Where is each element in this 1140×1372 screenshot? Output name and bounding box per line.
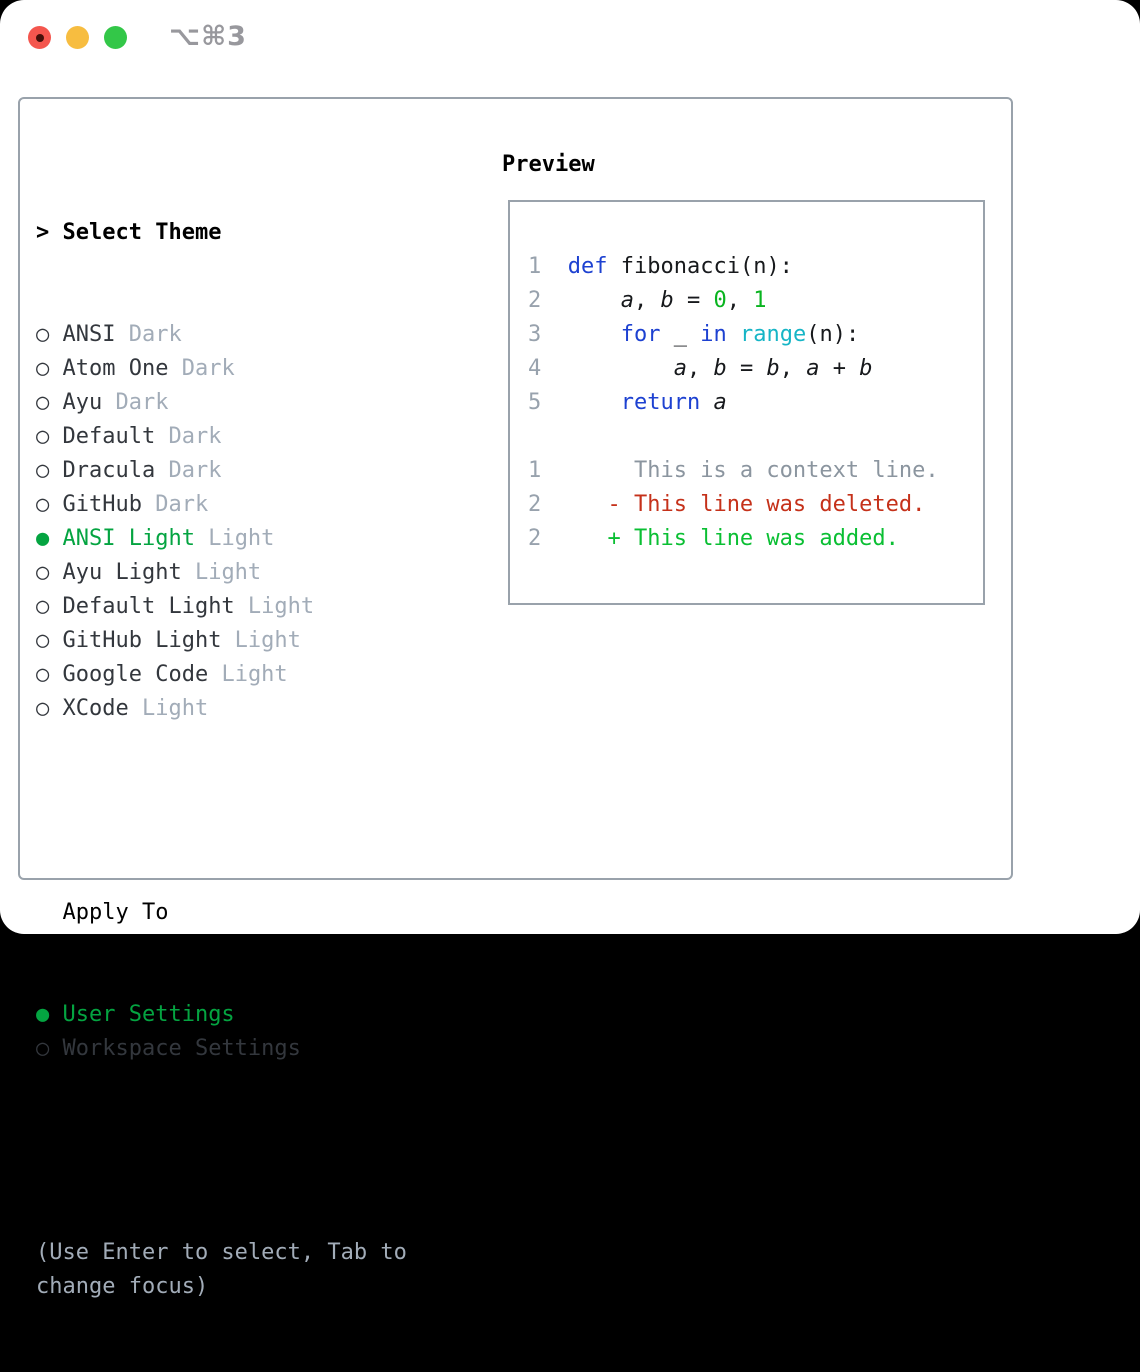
code-line-1: 1 def fibonacci(n): bbox=[528, 254, 793, 279]
code-line-5: 5 return a bbox=[528, 390, 727, 415]
variant-tag: Dark bbox=[102, 390, 169, 415]
variant-tag: Light bbox=[221, 628, 301, 653]
apply-to-title: Apply To bbox=[62, 900, 169, 925]
minimize-button[interactable] bbox=[66, 26, 89, 49]
option-label: Ayu bbox=[49, 390, 103, 415]
theme-selector-panel: > Select Theme ○ ANSI Dark○ Atom One Dar… bbox=[18, 97, 1013, 1299]
variant-tag: Light bbox=[128, 696, 209, 721]
variant-tag: Light bbox=[181, 560, 262, 585]
app-window: ⌥⌘3 > Select Theme ○ ANSI Dark○ Atom One… bbox=[0, 0, 1140, 1299]
variant-tag: Dark bbox=[155, 458, 222, 483]
theme-option-ayu[interactable]: ○ Ayu Dark bbox=[36, 386, 476, 420]
option-label: ANSI Light bbox=[49, 526, 195, 551]
apply-option-workspace-settings[interactable]: ○ Workspace Settings bbox=[36, 1032, 476, 1066]
keyboard-hint: (Use Enter to select, Tab to change focu… bbox=[36, 1240, 407, 1299]
radio-unselected-icon: ○ bbox=[36, 492, 50, 517]
radio-unselected-icon: ○ bbox=[36, 594, 50, 619]
variant-tag: Dark bbox=[141, 492, 209, 517]
code-line-4: 4 a, b = b, a + b bbox=[528, 356, 873, 381]
diff-context-line: 1 This is a context line. bbox=[528, 458, 939, 483]
radio-unselected-icon: ○ bbox=[36, 390, 50, 415]
select-theme-title: Select Theme bbox=[62, 220, 222, 245]
option-label: Google Code bbox=[49, 662, 209, 687]
variant-tag: Light bbox=[194, 526, 275, 551]
apply-option-user-settings[interactable]: ● User Settings bbox=[36, 998, 476, 1032]
radio-selected-icon: ● bbox=[36, 1002, 50, 1027]
variant-tag: Light bbox=[208, 662, 288, 687]
close-dot-icon bbox=[35, 33, 44, 42]
radio-unselected-icon: ○ bbox=[36, 696, 50, 721]
option-label: Atom One bbox=[49, 356, 169, 381]
theme-option-github[interactable]: ○ GitHub Dark bbox=[36, 488, 476, 522]
close-button[interactable] bbox=[28, 26, 51, 49]
blank-line bbox=[528, 420, 983, 454]
theme-option-xcode[interactable]: ○ XCode Light bbox=[36, 692, 476, 726]
theme-option-ansi-light[interactable]: ● ANSI Light Light bbox=[36, 522, 476, 556]
window-shortcut-label: ⌥⌘3 bbox=[169, 21, 247, 52]
radio-selected-icon: ● bbox=[36, 526, 50, 551]
code-line-2: 2 a, b = 0, 1 bbox=[528, 288, 767, 313]
option-label: XCode bbox=[49, 696, 129, 721]
preview-box: 1 def fibonacci(n): 2 a, b = 0, 1 3 for _ … bbox=[508, 200, 985, 605]
radio-unselected-icon: ○ bbox=[36, 424, 50, 449]
variant-tag: Light bbox=[234, 594, 315, 619]
maximize-button[interactable] bbox=[104, 26, 127, 49]
variant-tag: Dark bbox=[168, 356, 235, 381]
radio-unselected-icon: ○ bbox=[36, 628, 50, 653]
code-line-3: 3 for _ in range(n): bbox=[528, 322, 860, 347]
option-label: GitHub bbox=[49, 492, 142, 517]
diff-added-line: 2 + This line was added. bbox=[528, 526, 899, 551]
radio-unselected-icon: ○ bbox=[36, 356, 50, 381]
spacer bbox=[36, 794, 476, 828]
diff-deleted-line: 2 - This line was deleted. bbox=[528, 492, 926, 517]
variant-tag: Dark bbox=[115, 322, 182, 347]
radio-unselected-icon: ○ bbox=[36, 1036, 50, 1061]
radio-unselected-icon: ○ bbox=[36, 458, 50, 483]
radio-unselected-icon: ○ bbox=[36, 560, 50, 585]
theme-option-default[interactable]: ○ Default Dark bbox=[36, 420, 476, 454]
preview-code: 1 def fibonacci(n): 2 a, b = 0, 1 3 for _ … bbox=[510, 202, 983, 556]
theme-option-ayu-light[interactable]: ○ Ayu Light Light bbox=[36, 556, 476, 590]
option-label: User Settings bbox=[49, 1002, 235, 1027]
radio-unselected-icon: ○ bbox=[36, 322, 50, 347]
theme-option-ansi[interactable]: ○ ANSI Dark bbox=[36, 318, 476, 352]
radio-unselected-icon: ○ bbox=[36, 662, 50, 687]
option-label: Workspace Settings bbox=[49, 1036, 301, 1061]
theme-list: ○ ANSI Dark○ Atom One Dark○ Ayu Dark○ De… bbox=[36, 318, 476, 726]
theme-selector-column: > Select Theme ○ ANSI Dark○ Atom One Dar… bbox=[36, 148, 476, 1372]
variant-tag: Dark bbox=[155, 424, 222, 449]
option-label: Ayu Light bbox=[49, 560, 182, 585]
theme-option-github-light[interactable]: ○ GitHub Light Light bbox=[36, 624, 476, 658]
theme-option-google-code[interactable]: ○ Google Code Light bbox=[36, 658, 476, 692]
apply-to-header: Apply To bbox=[36, 896, 476, 930]
theme-option-dracula[interactable]: ○ Dracula Dark bbox=[36, 454, 476, 488]
apply-to-list: ● User Settings○ Workspace Settings bbox=[36, 998, 476, 1066]
option-label: Dracula bbox=[49, 458, 156, 483]
select-theme-header: > Select Theme bbox=[36, 216, 476, 250]
preview-header: Preview bbox=[502, 152, 595, 177]
theme-option-default-light[interactable]: ○ Default Light Light bbox=[36, 590, 476, 624]
option-label: ANSI bbox=[49, 322, 116, 347]
option-label: Default Light bbox=[49, 594, 235, 619]
spacer bbox=[36, 1134, 476, 1168]
option-label: GitHub Light bbox=[49, 628, 222, 653]
option-label: Default bbox=[49, 424, 156, 449]
prompt-icon: > bbox=[36, 220, 50, 245]
theme-option-atom-one[interactable]: ○ Atom One Dark bbox=[36, 352, 476, 386]
